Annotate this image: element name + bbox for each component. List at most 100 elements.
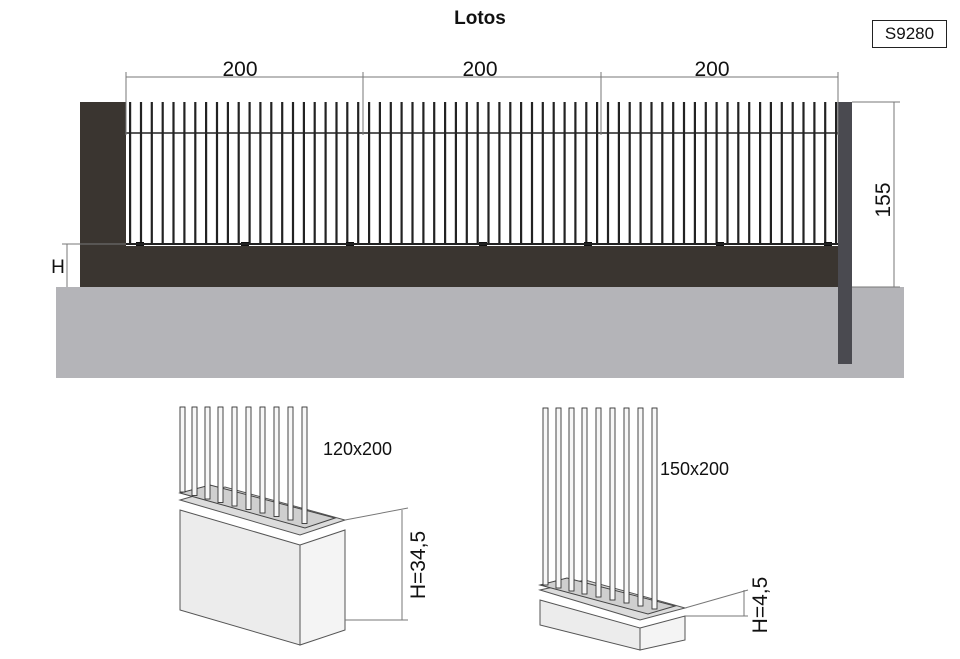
fence-bar xyxy=(378,102,381,244)
detail-wall-high: 120x200 H=34,5 xyxy=(178,406,430,646)
fence-bar xyxy=(530,102,534,244)
fence-bar xyxy=(802,102,805,244)
fence-bar xyxy=(465,102,468,244)
fence-bar xyxy=(769,102,772,244)
base-wall xyxy=(80,246,838,287)
fence-bar xyxy=(335,102,338,244)
detail-bar xyxy=(651,407,658,610)
fence-bar xyxy=(791,102,794,244)
fence-bar xyxy=(672,102,675,244)
product-code: S9280 xyxy=(872,20,947,48)
fence-bar xyxy=(617,102,620,244)
fence-bar xyxy=(129,102,132,244)
fence-bar xyxy=(574,102,577,244)
fence-bar xyxy=(313,102,316,244)
base-height-label: H xyxy=(51,257,65,278)
detail-bar xyxy=(301,406,308,524)
detail-bar xyxy=(595,407,602,598)
fence-bar xyxy=(357,102,360,244)
fence-bar xyxy=(172,102,175,244)
fence-bar xyxy=(520,102,523,244)
detail-bar xyxy=(287,406,294,521)
detail-2-size: 150x200 xyxy=(660,459,729,479)
fence-bar xyxy=(270,102,273,244)
fence-bar xyxy=(509,102,512,244)
detail-1-height: H=34,5 xyxy=(407,531,430,599)
fence-bar xyxy=(780,102,783,244)
fence-bar xyxy=(541,102,544,244)
fence-bar xyxy=(693,102,696,244)
base-height-dimension: H xyxy=(51,243,126,287)
fence-bar xyxy=(824,102,827,244)
detail-bar xyxy=(273,406,280,517)
fence-bar xyxy=(563,102,566,244)
fence-bar xyxy=(552,102,555,244)
detail-bar xyxy=(609,407,616,601)
detail-bar xyxy=(581,407,588,595)
height-dimension: 155 xyxy=(852,101,900,288)
span-dimensions: 200 200 200 xyxy=(125,58,839,135)
fence-bar xyxy=(139,102,143,244)
fence-bars xyxy=(129,102,838,246)
detail-bar xyxy=(204,406,211,500)
span-label-2: 200 xyxy=(462,58,497,81)
fence-bar xyxy=(226,102,229,244)
fence-bar xyxy=(835,102,838,244)
fence-bar xyxy=(628,102,631,244)
fence-bar xyxy=(281,102,284,244)
fence-bar xyxy=(759,102,762,244)
fence-bar xyxy=(606,102,610,244)
fence-bar xyxy=(215,102,219,244)
fence-bar xyxy=(183,102,186,244)
fence-bar xyxy=(205,102,208,244)
detail-bar xyxy=(542,407,549,586)
detail-bar xyxy=(191,406,198,496)
fence-bar xyxy=(476,102,479,244)
detail-1-size: 120x200 xyxy=(323,439,392,459)
fence-bar xyxy=(302,102,305,244)
span-label-1: 200 xyxy=(222,58,257,81)
fence-bar xyxy=(422,102,425,244)
fence-bar xyxy=(487,102,490,244)
fence-bar xyxy=(161,102,164,244)
fence-bar xyxy=(194,102,197,244)
diagram-title: Lotos xyxy=(454,8,506,29)
detail-bar xyxy=(259,406,266,514)
fence-bar xyxy=(248,102,251,244)
fence-bar xyxy=(433,102,436,244)
ground xyxy=(56,287,904,378)
fence-bar xyxy=(596,102,599,244)
fence-bar xyxy=(585,102,588,244)
fence-bar xyxy=(237,102,240,244)
detail-bar xyxy=(217,406,224,503)
fence-bar xyxy=(346,102,349,244)
fence-bar xyxy=(411,102,414,244)
height-label: 155 xyxy=(872,182,895,217)
fence-bar xyxy=(726,102,729,244)
fence-bar xyxy=(661,102,664,244)
fence-bar xyxy=(737,102,740,244)
detail-bar xyxy=(568,407,575,592)
fence-bar xyxy=(454,102,457,244)
fence-post xyxy=(838,102,852,364)
fence-bar xyxy=(682,102,686,244)
detail-bar xyxy=(179,406,186,493)
detail-bar xyxy=(555,407,562,589)
fence-bar xyxy=(444,102,447,244)
fence-bar xyxy=(813,102,816,244)
detail-2-height: H=4,5 xyxy=(749,577,772,634)
fence-bar xyxy=(650,102,653,244)
fence-bar xyxy=(400,102,403,244)
fence-bar xyxy=(748,102,751,244)
fence-bar xyxy=(704,102,707,244)
detail-bar xyxy=(637,407,644,607)
fence-bar xyxy=(368,102,371,244)
fence-bar xyxy=(389,102,392,244)
fence-bar xyxy=(291,102,295,244)
detail-bar xyxy=(623,407,630,604)
fence-bar xyxy=(639,102,642,244)
span-label-3: 200 xyxy=(694,58,729,81)
fence-bar xyxy=(259,102,262,244)
detail-bar xyxy=(231,406,238,507)
